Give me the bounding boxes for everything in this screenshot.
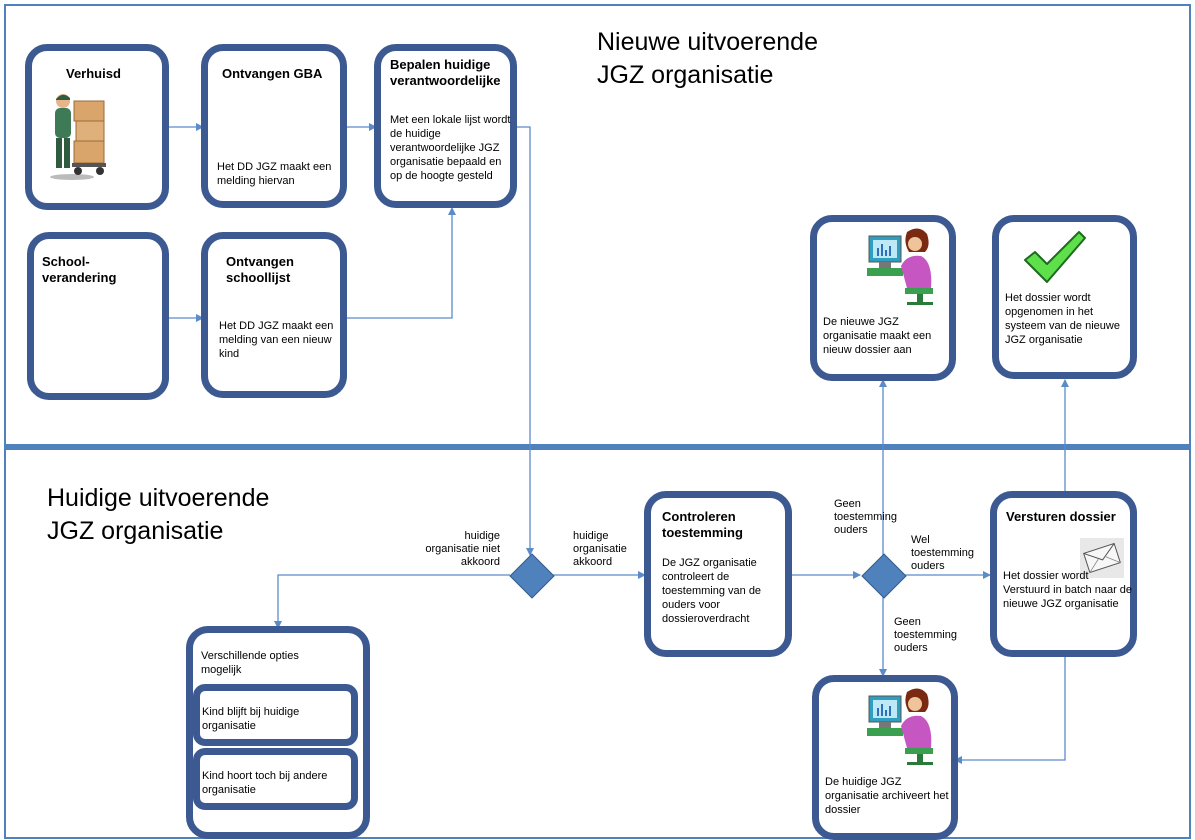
- box-versturen-title: Versturen dossier: [1006, 509, 1116, 524]
- box-school-verandering: School-verandering: [27, 232, 169, 400]
- box-ontvangen-schoollijst-body: Het DD JGZ maakt een melding van een nie…: [219, 320, 334, 360]
- edge-label-akkoord: huidige organisatie akkoord: [573, 530, 627, 568]
- box-versturen: Versturen dossier Het dossier wordt Vers…: [990, 491, 1137, 657]
- box-ontvangen-gba: Ontvangen GBA Het DD JGZ maakt een meldi…: [201, 44, 347, 208]
- checkmark-icon: [1024, 231, 1086, 283]
- box-optie-andere: Kind hoort toch bij andere organisatie: [193, 748, 358, 810]
- box-archiveert: De huidige JGZ organisatie archiveert he…: [812, 675, 958, 840]
- box-optie-blijft-body: Kind blijft bij huidige organisatie: [202, 706, 300, 732]
- edge-niet-akkoord: [274, 574, 510, 629]
- box-ontvangen-schoollijst-title: Ontvangen schoollijst: [226, 254, 294, 285]
- box-ontvangen-gba-body: Het DD JGZ maakt een melding hiervan: [217, 161, 332, 187]
- edge-schoollijst-bepalen: [345, 207, 456, 319]
- box-school-title: School-verandering: [42, 254, 117, 285]
- box-controleren-body: De JGZ organisatie controleert de toeste…: [662, 557, 762, 625]
- box-controleren: Controleren toestemming De JGZ organisat…: [644, 491, 792, 657]
- box-bepalen-title: Bepalen huidige verantwoordelijke: [390, 57, 501, 88]
- box-optie-andere-body: Kind hoort toch bij andere organisatie: [202, 770, 328, 796]
- box-ontvangen-gba-title: Ontvangen GBA: [222, 66, 323, 81]
- edge-label-geen-toestemming-bottom: Geen toestemming ouders: [894, 616, 957, 654]
- box-verhuisd: Verhuisd: [25, 44, 169, 210]
- box-opgenomen-body: Het dossier wordt opgenomen in het syste…: [1005, 292, 1120, 346]
- box-nieuw-dossier-body: De nieuwe JGZ organisatie maakt een nieu…: [823, 316, 932, 356]
- box-controleren-title: Controleren toestemming: [662, 509, 743, 540]
- box-archiveert-body: De huidige JGZ organisatie archiveert he…: [825, 776, 949, 816]
- box-opgenomen: Het dossier wordt opgenomen in het syste…: [992, 215, 1137, 379]
- box-opties-body: Verschillende opties mogelijk: [201, 650, 299, 676]
- lane-divider: [6, 444, 1191, 450]
- edge-label-wel-toestemming: Wel toestemming ouders: [911, 534, 974, 572]
- edge-bepalen-diamond: [515, 126, 534, 556]
- box-ontvangen-schoollijst: Ontvangen schoollijst Het DD JGZ maakt e…: [201, 232, 347, 398]
- computer-user-icon: [867, 228, 933, 305]
- computer-user-icon: [867, 688, 933, 765]
- envelope-icon: [1080, 538, 1124, 578]
- box-versturen-body: Het dossier wordt Verstuurd in batch naa…: [1003, 570, 1133, 610]
- box-bepalen-body: Met een lokale lijst wordt de huidige ve…: [390, 114, 511, 182]
- box-optie-blijft: Kind blijft bij huidige organisatie: [193, 684, 358, 746]
- diagram-frame: [4, 4, 1191, 839]
- box-bepalen: Bepalen huidige verantwoordelijke Met ee…: [374, 44, 517, 208]
- edge-label-niet-akkoord: huidige organisatie niet akkoord: [425, 530, 500, 568]
- edge-label-geen-toestemming-top: Geen toestemming ouders: [834, 498, 897, 536]
- edge-versturen-archiveert: [954, 655, 1066, 764]
- box-nieuw-dossier: De nieuwe JGZ organisatie maakt een nieu…: [810, 215, 956, 381]
- mover-icon: [50, 94, 106, 180]
- box-verhuisd-title: Verhuisd: [66, 66, 121, 81]
